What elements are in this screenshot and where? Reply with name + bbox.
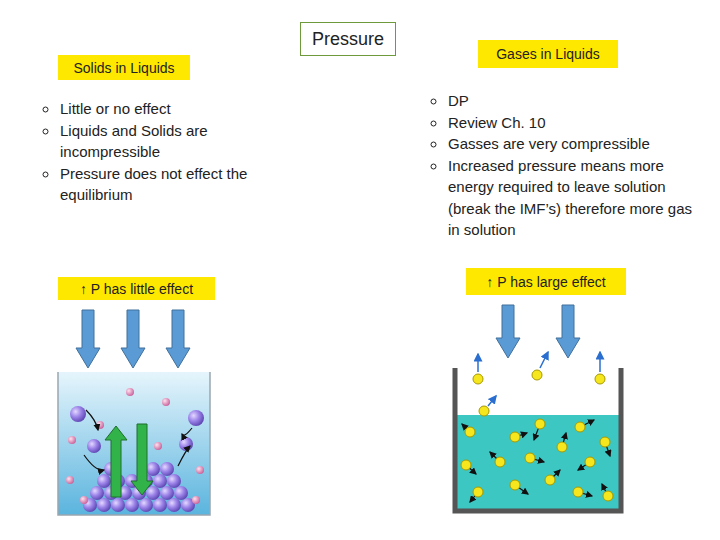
solid-particle	[125, 498, 139, 512]
bullet-item: Pressure does not effect the equilibrium	[59, 163, 275, 206]
solid-particle	[167, 498, 181, 512]
gas-particle	[557, 442, 567, 452]
solid-particle	[111, 498, 125, 512]
bullet-item: Increased pressure means more energy req…	[447, 155, 696, 241]
gas-particle	[532, 370, 542, 380]
solid-beaker	[58, 372, 210, 515]
escape-arrow	[488, 396, 496, 406]
bullet-item: Gasses are very compressible	[447, 133, 696, 155]
title-text: Pressure	[312, 29, 384, 50]
gas-particle	[535, 419, 545, 429]
motion-arrow	[178, 446, 190, 466]
solid-particle	[153, 474, 167, 488]
solid-particle	[160, 462, 174, 476]
solid-particle	[153, 498, 167, 512]
solid-particle	[70, 406, 86, 422]
gas-particle	[479, 406, 489, 416]
solid-particle	[97, 474, 111, 488]
gas-particle	[473, 487, 483, 497]
gas-particle	[473, 374, 483, 384]
solid-particle	[97, 498, 111, 512]
pressure-arrow	[556, 305, 580, 358]
gas-particle	[573, 487, 583, 497]
motion-arrow	[86, 410, 98, 430]
pressure-arrow	[76, 310, 100, 368]
bullet-list: Little or no effectLiquids and Solids ar…	[40, 98, 275, 206]
ion-particle	[196, 466, 204, 474]
gas-particle	[465, 427, 475, 437]
ion-particle	[80, 496, 88, 504]
ion-particle	[192, 496, 200, 504]
solid-particle	[179, 437, 193, 451]
ion-particle	[162, 398, 170, 406]
solid-particle	[146, 486, 160, 500]
gas-particle	[575, 422, 585, 432]
gas-particle	[510, 432, 520, 442]
solid-particle	[139, 498, 153, 512]
solid-pile	[70, 406, 204, 512]
liquid	[456, 415, 620, 509]
solid-particle	[188, 410, 204, 426]
motion-arrow	[182, 428, 192, 435]
section-label: ↑ P has little effect	[58, 277, 215, 300]
bullet-item: DP	[447, 90, 696, 112]
pressure-arrows	[76, 305, 580, 368]
solid-particle	[146, 462, 160, 476]
gas-particle	[461, 460, 471, 470]
down-arrow	[131, 424, 153, 495]
ion-particle	[68, 436, 76, 444]
title-box: Pressure	[300, 22, 396, 56]
dissolved-ions	[66, 388, 204, 504]
label-text: Gases in Liquids	[496, 46, 600, 62]
ion-particle	[126, 388, 134, 396]
beaker-wall	[58, 372, 210, 515]
solid-particle	[160, 486, 174, 500]
gas-particle	[600, 437, 610, 447]
bullet-item: Liquids and Solids are incompressible	[59, 120, 275, 163]
gas-beaker	[455, 368, 621, 511]
label-text: Solids in Liquids	[73, 60, 174, 76]
label-text: ↑ P has little effect	[80, 281, 193, 297]
gas-escape-arrows	[478, 352, 600, 406]
bullet-list: DPReview Ch. 10Gasses are very compressi…	[428, 90, 696, 241]
solid-particle	[174, 486, 188, 500]
pressure-arrow	[166, 310, 190, 368]
gas-particle	[525, 453, 535, 463]
ion-particle	[154, 442, 162, 450]
gas-particles	[461, 370, 613, 501]
bullet-item: Review Ch. 10	[447, 112, 696, 134]
gas-particle	[545, 475, 555, 485]
section-label: ↑ P has large effect	[466, 268, 626, 295]
liquid	[58, 372, 210, 515]
escape-arrow	[540, 352, 548, 368]
gas-particle	[495, 457, 505, 467]
pressure-arrow	[121, 310, 145, 368]
gas-particle	[510, 480, 520, 490]
beaker-wall	[455, 368, 621, 511]
solid-particle	[167, 474, 181, 488]
solid-particle	[90, 486, 104, 500]
pressure-arrow	[496, 305, 520, 358]
motion-arrow	[84, 455, 104, 470]
escape-arrow	[599, 352, 601, 372]
ion-particle	[66, 476, 74, 484]
gas-particle	[603, 491, 613, 501]
solid-particle	[87, 439, 101, 453]
section-label: Gases in Liquids	[478, 40, 618, 68]
label-text: ↑ P has large effect	[486, 274, 605, 290]
gas-motion-arrows	[462, 420, 610, 502]
gas-particle	[595, 374, 605, 384]
up-arrow	[105, 426, 127, 497]
section-label: Solids in Liquids	[58, 55, 190, 80]
equilibrium-arrows	[105, 424, 153, 497]
bullet-item: Little or no effect	[59, 98, 275, 120]
escape-arrow	[477, 354, 479, 372]
gas-particle	[585, 457, 595, 467]
